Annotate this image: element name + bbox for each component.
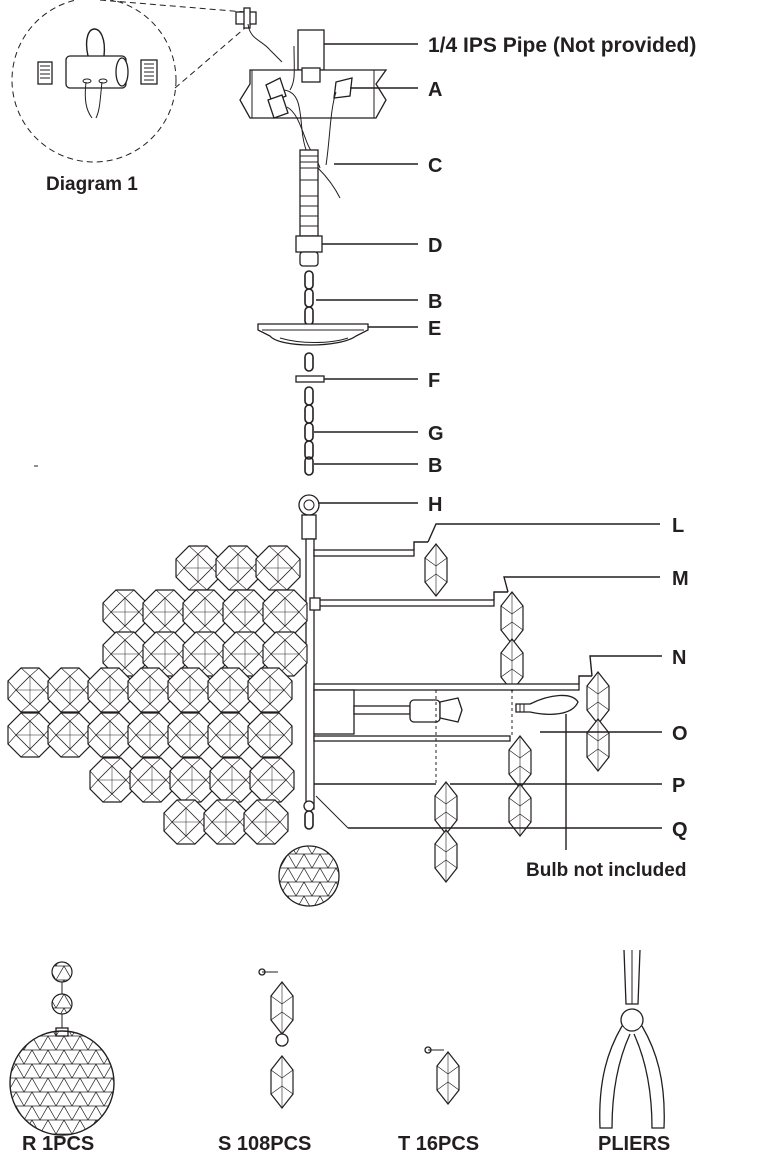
- pipe-and-canopy: [239, 29, 388, 169]
- pipe-label: 1/4 IPS Pipe (Not provided): [428, 34, 696, 57]
- label-a: A: [428, 79, 442, 101]
- label-f: F: [428, 370, 440, 392]
- crystal-wall: [7, 545, 308, 845]
- center-column: [305, 538, 315, 810]
- diagram-1-callout: [11, 0, 246, 163]
- label-p: P: [672, 775, 685, 797]
- pliers-label: PLIERS: [598, 1133, 670, 1155]
- label-e: E: [428, 318, 441, 340]
- label-h: H: [428, 494, 442, 516]
- label-d: D: [428, 235, 442, 257]
- part-s-drop-crystal: [258, 968, 294, 1109]
- threaded-rod-and-coupling: [295, 149, 341, 267]
- part-r-ball-crystal: [9, 961, 115, 1136]
- part-r-label: R 1PCS: [22, 1133, 94, 1155]
- diagram-1-label: Diagram 1: [46, 174, 138, 195]
- label-b-upper: B: [428, 291, 442, 313]
- part-t-label: T 16PCS: [398, 1133, 479, 1155]
- arms: [278, 541, 610, 907]
- ground-connector: [235, 7, 283, 63]
- label-l: L: [672, 515, 684, 537]
- label-c: C: [428, 155, 442, 177]
- label-n: N: [672, 647, 686, 669]
- pliers-icon: [599, 949, 665, 1129]
- ceiling-canopy: [257, 323, 369, 346]
- label-m: M: [672, 568, 689, 590]
- lower-chain: [295, 352, 325, 476]
- part-t-drop-crystal: [424, 1046, 460, 1105]
- label-q: Q: [672, 819, 688, 841]
- upper-chain: [304, 270, 314, 326]
- label-b-lower: B: [428, 455, 442, 477]
- hook-loop: [298, 494, 320, 540]
- label-g: G: [428, 423, 444, 445]
- leader-lines: [314, 43, 662, 850]
- part-s-label: S 108PCS: [218, 1133, 311, 1155]
- bulb-note: Bulb not included: [526, 860, 686, 881]
- label-o: O: [672, 723, 688, 745]
